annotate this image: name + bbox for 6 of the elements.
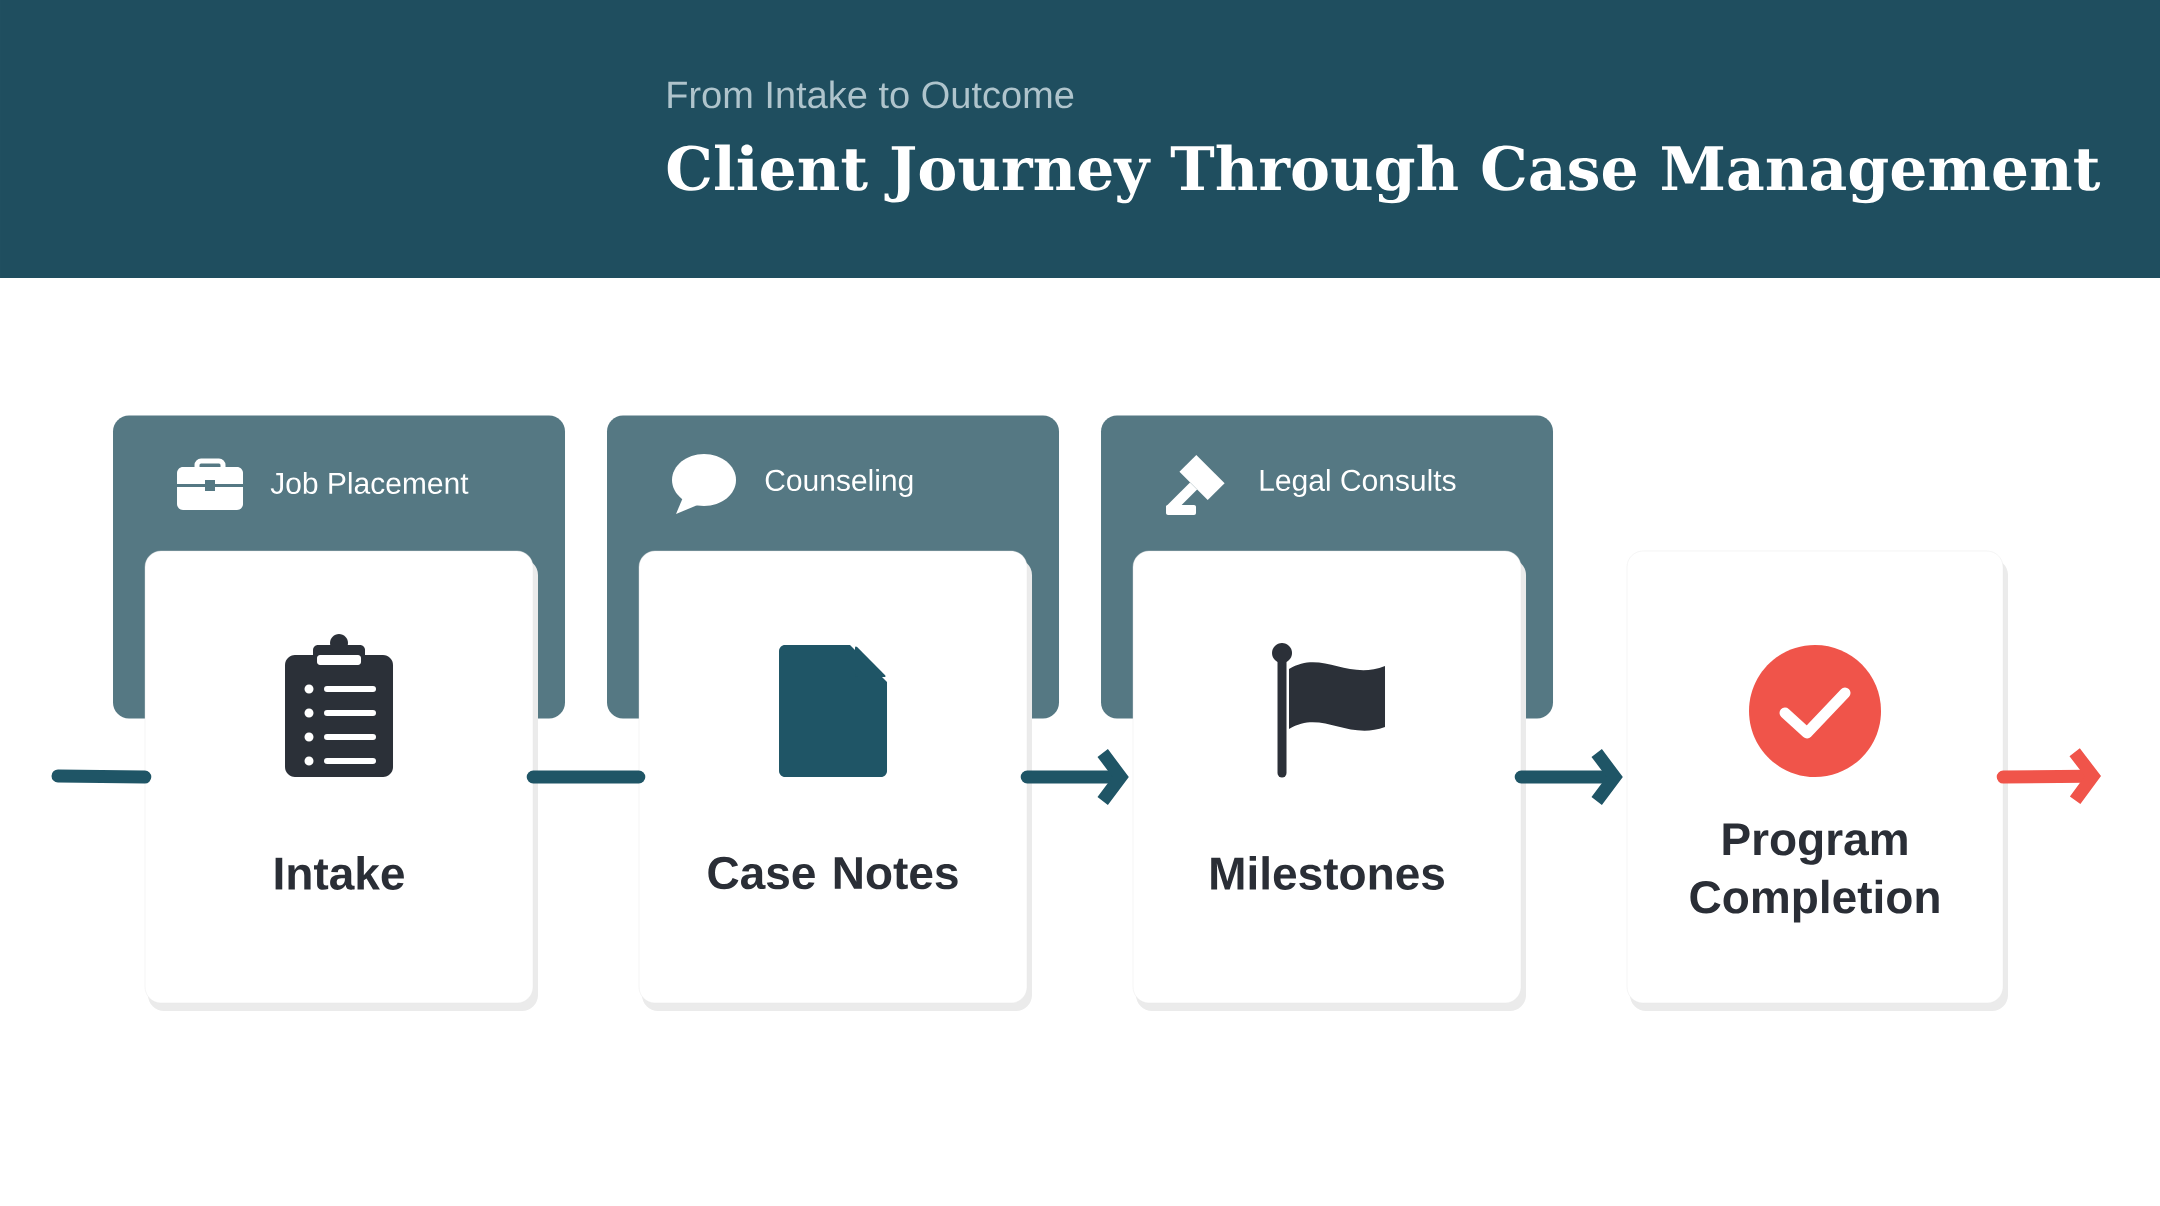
step-card: Case Notes [638, 550, 1032, 1011]
title: Client Journey Through Case Management [667, 144, 2101, 204]
step-card: Program Completion [1626, 550, 2008, 1011]
step-card: Milestones [1132, 550, 1526, 1011]
step-card: Intake [144, 550, 538, 1011]
subtitle: From Intake to Outcome [668, 80, 1074, 109]
